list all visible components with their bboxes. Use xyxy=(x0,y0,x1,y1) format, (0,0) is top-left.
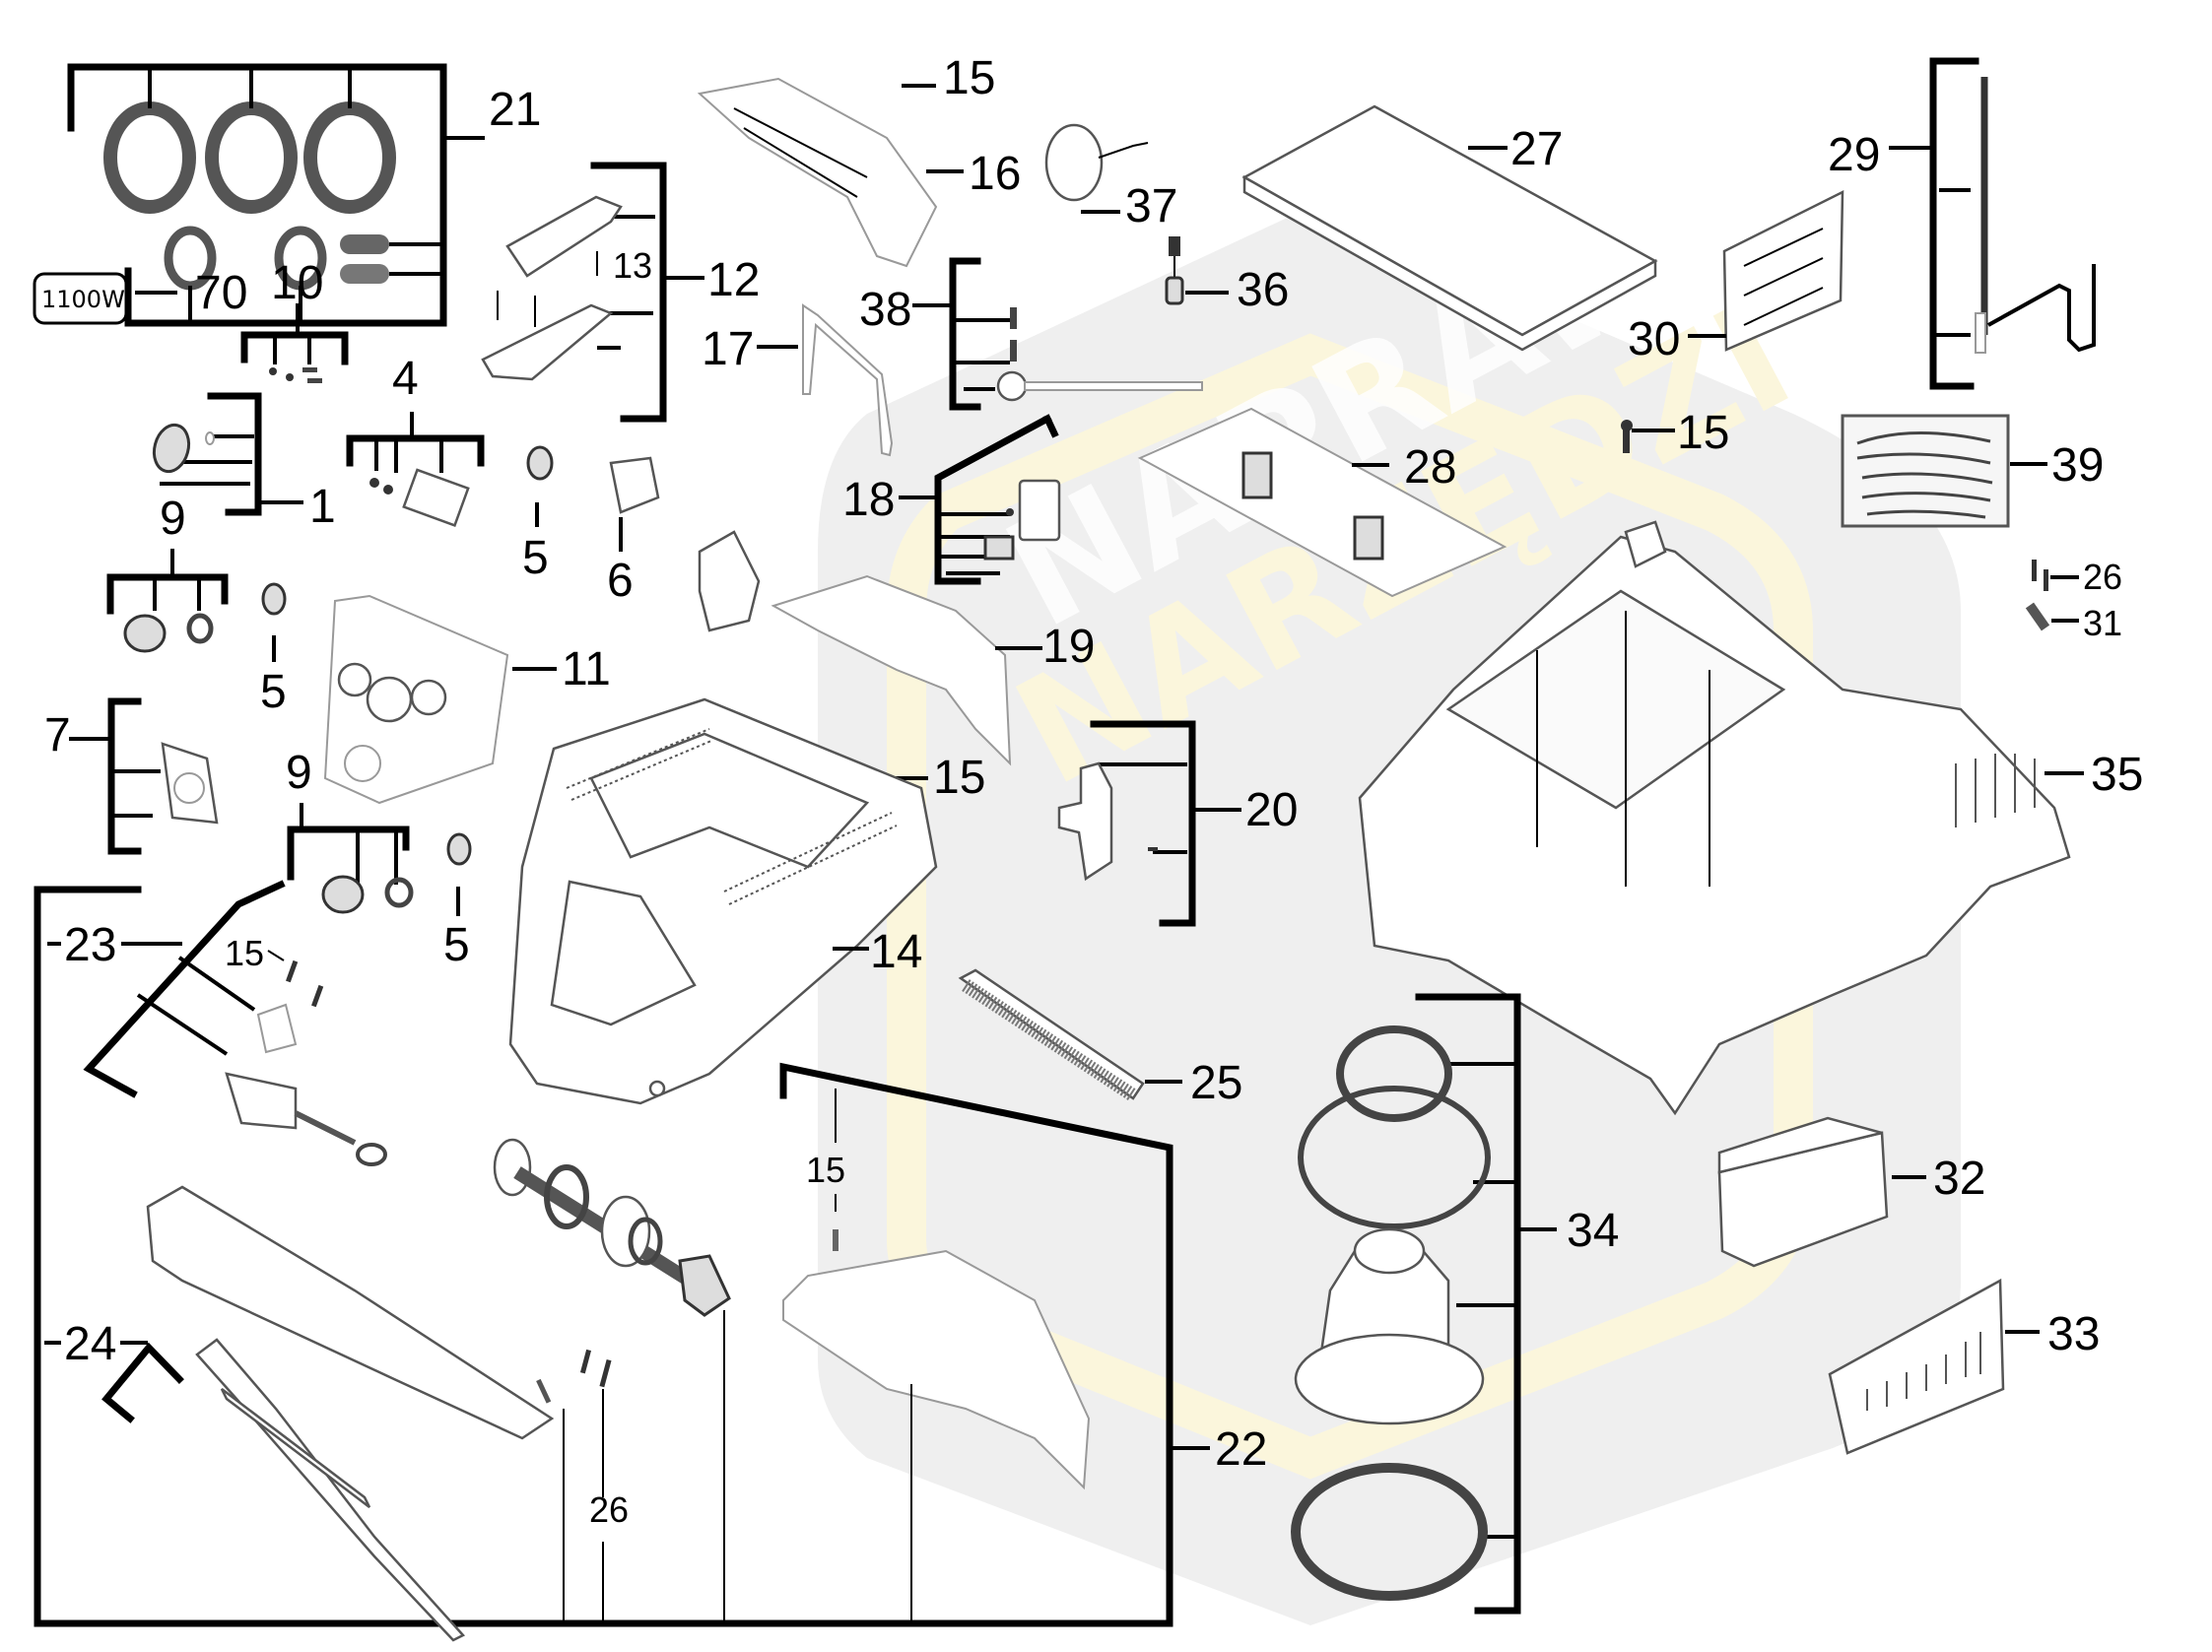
callout-15-top: 15 xyxy=(943,52,995,104)
callout-15-solenoid: 15 xyxy=(225,933,264,973)
part-6-bracket xyxy=(609,456,660,514)
callout-5-top: 5 xyxy=(522,532,549,584)
callout-13: 13 xyxy=(613,245,652,286)
part-10-screws xyxy=(269,367,322,383)
callout-70: 70 xyxy=(195,267,247,319)
part-21-ring-set xyxy=(103,101,396,291)
part-35-base-housing xyxy=(1358,520,2071,1116)
callout-14: 14 xyxy=(870,926,922,978)
callout-15-right: 15 xyxy=(1677,407,1729,459)
callout-15-lower: 15 xyxy=(806,1150,845,1190)
callout-26-bottom: 26 xyxy=(589,1489,629,1530)
power-badge: 1100W xyxy=(33,272,128,325)
callout-5-lower: 5 xyxy=(443,919,470,971)
callout-17: 17 xyxy=(702,323,754,375)
bracket-21 xyxy=(67,63,447,327)
callout-9-lower: 9 xyxy=(286,747,312,799)
callout-18: 18 xyxy=(842,474,895,526)
part-34-motor xyxy=(1291,1025,1491,1601)
part-26-31-small xyxy=(2025,560,2050,631)
part-5-potentiometer-mid xyxy=(261,582,287,616)
part-30-pcb xyxy=(1722,189,1844,352)
part-15-screw-right xyxy=(1621,420,1633,453)
part-17-hose-clip xyxy=(802,303,894,457)
callout-6: 6 xyxy=(607,555,634,607)
callout-34: 34 xyxy=(1567,1205,1619,1257)
part-32-foam xyxy=(1717,1116,1889,1268)
part-11-control-panel xyxy=(323,594,509,805)
callout-29: 29 xyxy=(1828,129,1880,181)
callout-7: 7 xyxy=(44,709,71,761)
callout-27: 27 xyxy=(1510,123,1563,175)
callout-16: 16 xyxy=(969,148,1021,200)
part-37-clamp xyxy=(1044,123,1149,202)
part-26-screws-bottom xyxy=(536,1349,612,1404)
part-22-lower-frame xyxy=(782,1229,1091,1490)
part-29-wire-harness xyxy=(1975,77,2096,354)
callout-20: 20 xyxy=(1245,784,1298,836)
part-20-latch xyxy=(1057,761,1158,882)
callout-12: 12 xyxy=(707,254,760,306)
part-9-knob-upper xyxy=(123,613,214,653)
callout-28: 28 xyxy=(1404,441,1456,494)
callout-38: 38 xyxy=(859,284,911,336)
part-39-cable-set xyxy=(1841,414,2010,528)
part-33-grille-cover xyxy=(1828,1278,2005,1455)
power-badge-text: 1100W xyxy=(41,286,125,313)
callout-19: 19 xyxy=(1042,621,1095,673)
part-18-switch-bracket xyxy=(983,479,1061,561)
part-36-sensor xyxy=(1165,236,1184,305)
callout-33: 33 xyxy=(2047,1308,2100,1360)
part-14-top-housing xyxy=(508,697,938,1105)
callout-26-right: 26 xyxy=(2083,557,2122,597)
part-4-switch xyxy=(369,468,470,527)
part-19-side-cover xyxy=(698,530,1012,766)
callout-9-upper: 9 xyxy=(160,493,186,545)
part-12-handle xyxy=(481,195,623,381)
callout-23: 23 xyxy=(64,919,116,971)
callout-5-mid: 5 xyxy=(260,666,287,718)
callout-36: 36 xyxy=(1237,264,1289,316)
callout-39: 39 xyxy=(2051,439,2104,492)
part-38-valve xyxy=(996,307,1203,402)
part-24-filter-shaker xyxy=(146,1185,555,1642)
callout-31: 31 xyxy=(2083,603,2122,643)
callout-24: 24 xyxy=(64,1318,116,1370)
part-9-knob-lower xyxy=(321,875,414,914)
part-7-socket xyxy=(161,742,219,825)
callout-10: 10 xyxy=(271,257,323,309)
part-1-knob xyxy=(152,423,215,474)
part-25-filter xyxy=(958,968,1145,1101)
callout-4: 4 xyxy=(392,353,419,405)
part-27-cover-plate xyxy=(1241,104,1658,352)
callout-1: 1 xyxy=(309,481,336,533)
part-23-solenoid xyxy=(225,959,387,1166)
callout-30: 30 xyxy=(1628,313,1680,365)
callout-35: 35 xyxy=(2091,749,2143,801)
callout-21: 21 xyxy=(489,84,541,136)
part-28-relay-set xyxy=(1137,407,1508,598)
callout-15-mid: 15 xyxy=(933,752,985,804)
part-22-shaft-seals xyxy=(493,1138,731,1317)
part-5-potentiometer-lower xyxy=(446,832,472,866)
callout-11: 11 xyxy=(562,643,611,695)
part-16-handle-cover xyxy=(697,77,938,268)
callout-32: 32 xyxy=(1933,1153,1985,1205)
part-5-potentiometer-top xyxy=(526,445,554,481)
callout-25: 25 xyxy=(1190,1057,1242,1109)
power-badge-box xyxy=(33,272,128,325)
callout-22: 22 xyxy=(1215,1423,1267,1476)
callout-37: 37 xyxy=(1125,180,1177,232)
